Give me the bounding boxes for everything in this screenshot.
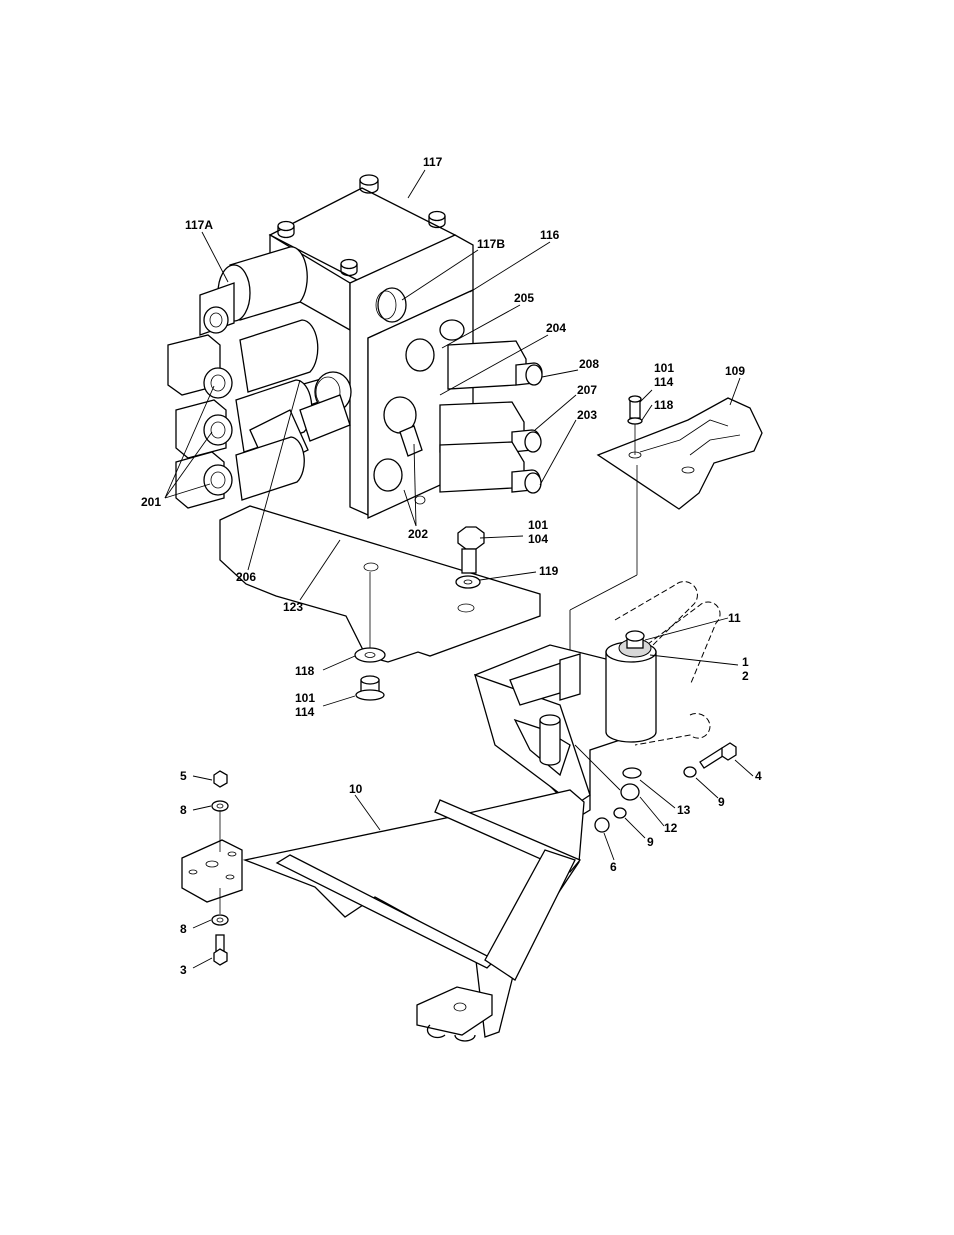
callout-101-plate: 101 (528, 518, 548, 532)
callout-204: 204 (546, 321, 566, 335)
callout-208: 208 (579, 357, 599, 371)
callout-9-right: 9 (718, 795, 725, 809)
callout-205: 205 (514, 291, 534, 305)
mounting-plate (220, 506, 540, 662)
callout-6: 6 (610, 860, 617, 874)
callout-117A: 117A (185, 218, 213, 232)
callout-203: 203 (577, 408, 597, 422)
callout-117: 117 (423, 155, 443, 169)
callout-118-bracket: 118 (654, 398, 674, 412)
bracket-109 (598, 396, 762, 575)
cartridge-valves-right (440, 341, 542, 493)
callout-101-lower: 101 (295, 691, 315, 705)
callout-12: 12 (664, 821, 678, 835)
callout-206: 206 (236, 570, 256, 584)
callout-1: 1 (742, 655, 749, 669)
frame-10 (182, 771, 584, 1041)
callout-10: 10 (349, 782, 363, 796)
callout-3: 3 (180, 963, 187, 977)
callout-202: 202 (408, 527, 428, 541)
callout-4: 4 (755, 769, 762, 783)
callout-119: 119 (539, 564, 559, 578)
callout-8-lower: 8 (180, 922, 187, 936)
callout-13: 13 (677, 803, 691, 817)
callout-114-lower: 114 (295, 705, 315, 719)
callout-123: 123 (283, 600, 303, 614)
callout-101-bracket: 101 (654, 361, 674, 375)
callout-5: 5 (180, 769, 187, 783)
callout-207: 207 (577, 383, 597, 397)
callout-116: 116 (540, 228, 560, 242)
callout-2: 2 (742, 669, 749, 683)
callout-114-bracket: 114 (654, 375, 674, 389)
callout-201: 201 (141, 495, 161, 509)
callout-9-mid: 9 (647, 835, 654, 849)
callout-109: 109 (725, 364, 745, 378)
callout-11: 11 (728, 611, 741, 625)
callout-118-lower: 118 (295, 664, 315, 678)
callout-104: 104 (528, 532, 548, 546)
callout-8-upper: 8 (180, 803, 187, 817)
callout-117B: 117B (477, 237, 505, 251)
